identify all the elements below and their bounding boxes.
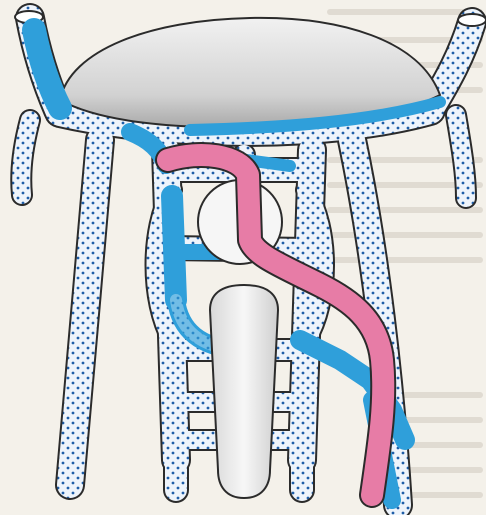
gray-pole [210, 285, 278, 498]
top-right-opening [458, 14, 486, 26]
